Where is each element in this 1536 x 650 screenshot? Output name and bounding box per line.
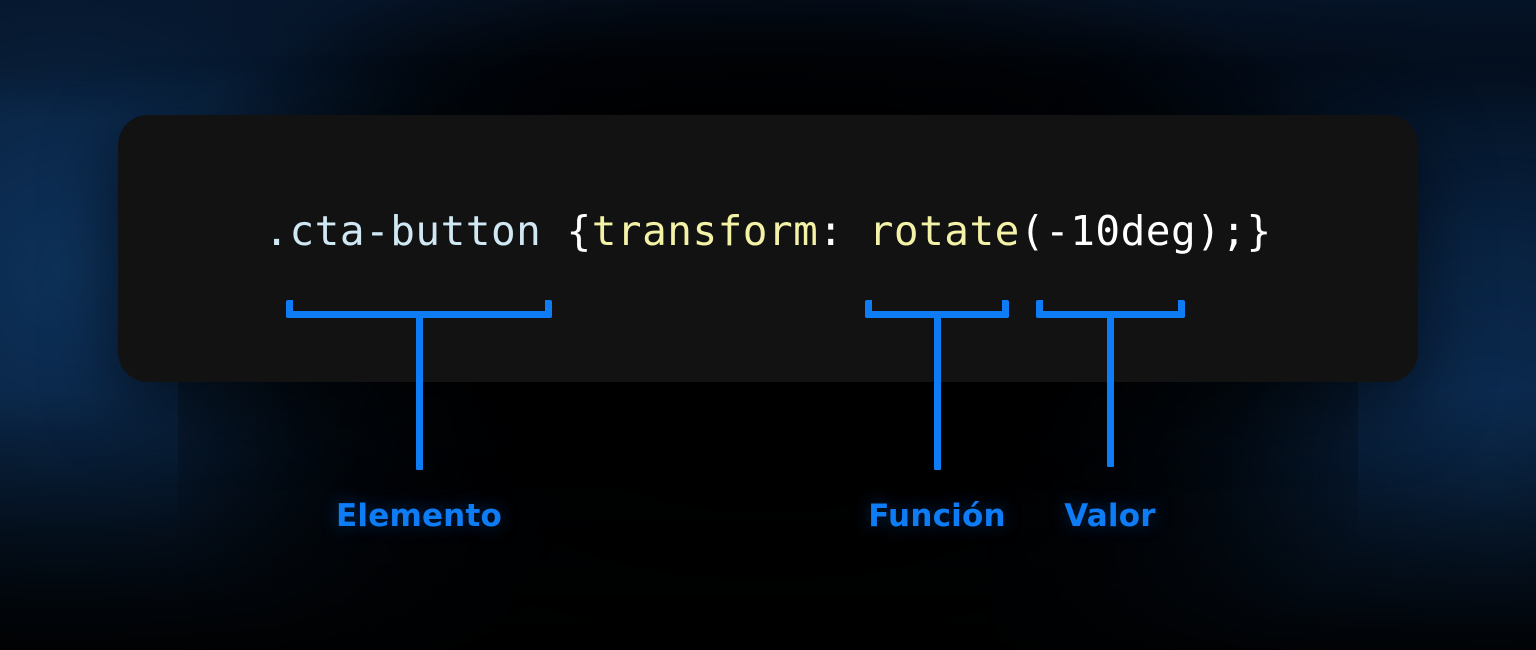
label-elemento: Elemento bbox=[336, 498, 502, 534]
code-token-space-2 bbox=[844, 207, 869, 255]
label-funcion: Función bbox=[868, 498, 1006, 534]
stem-elemento bbox=[416, 311, 423, 470]
stem-funcion bbox=[934, 311, 941, 470]
code-token-property: transform bbox=[591, 207, 819, 255]
code-token-colon: : bbox=[818, 207, 844, 255]
code-token-function: rotate bbox=[868, 207, 1020, 255]
code-token-value: (-10deg);} bbox=[1019, 207, 1272, 255]
stem-valor bbox=[1107, 311, 1114, 467]
code-token-brace-open: { bbox=[566, 207, 592, 255]
code-token-space-1 bbox=[541, 207, 566, 255]
css-code-line: .cta-button {transform: rotate(-10deg);} bbox=[118, 211, 1418, 252]
background-bottom-shadow bbox=[0, 390, 1536, 650]
label-valor: Valor bbox=[1064, 498, 1156, 534]
code-token-selector: .cta-button bbox=[264, 207, 542, 255]
css-code-card: .cta-button {transform: rotate(-10deg);} bbox=[118, 115, 1418, 382]
